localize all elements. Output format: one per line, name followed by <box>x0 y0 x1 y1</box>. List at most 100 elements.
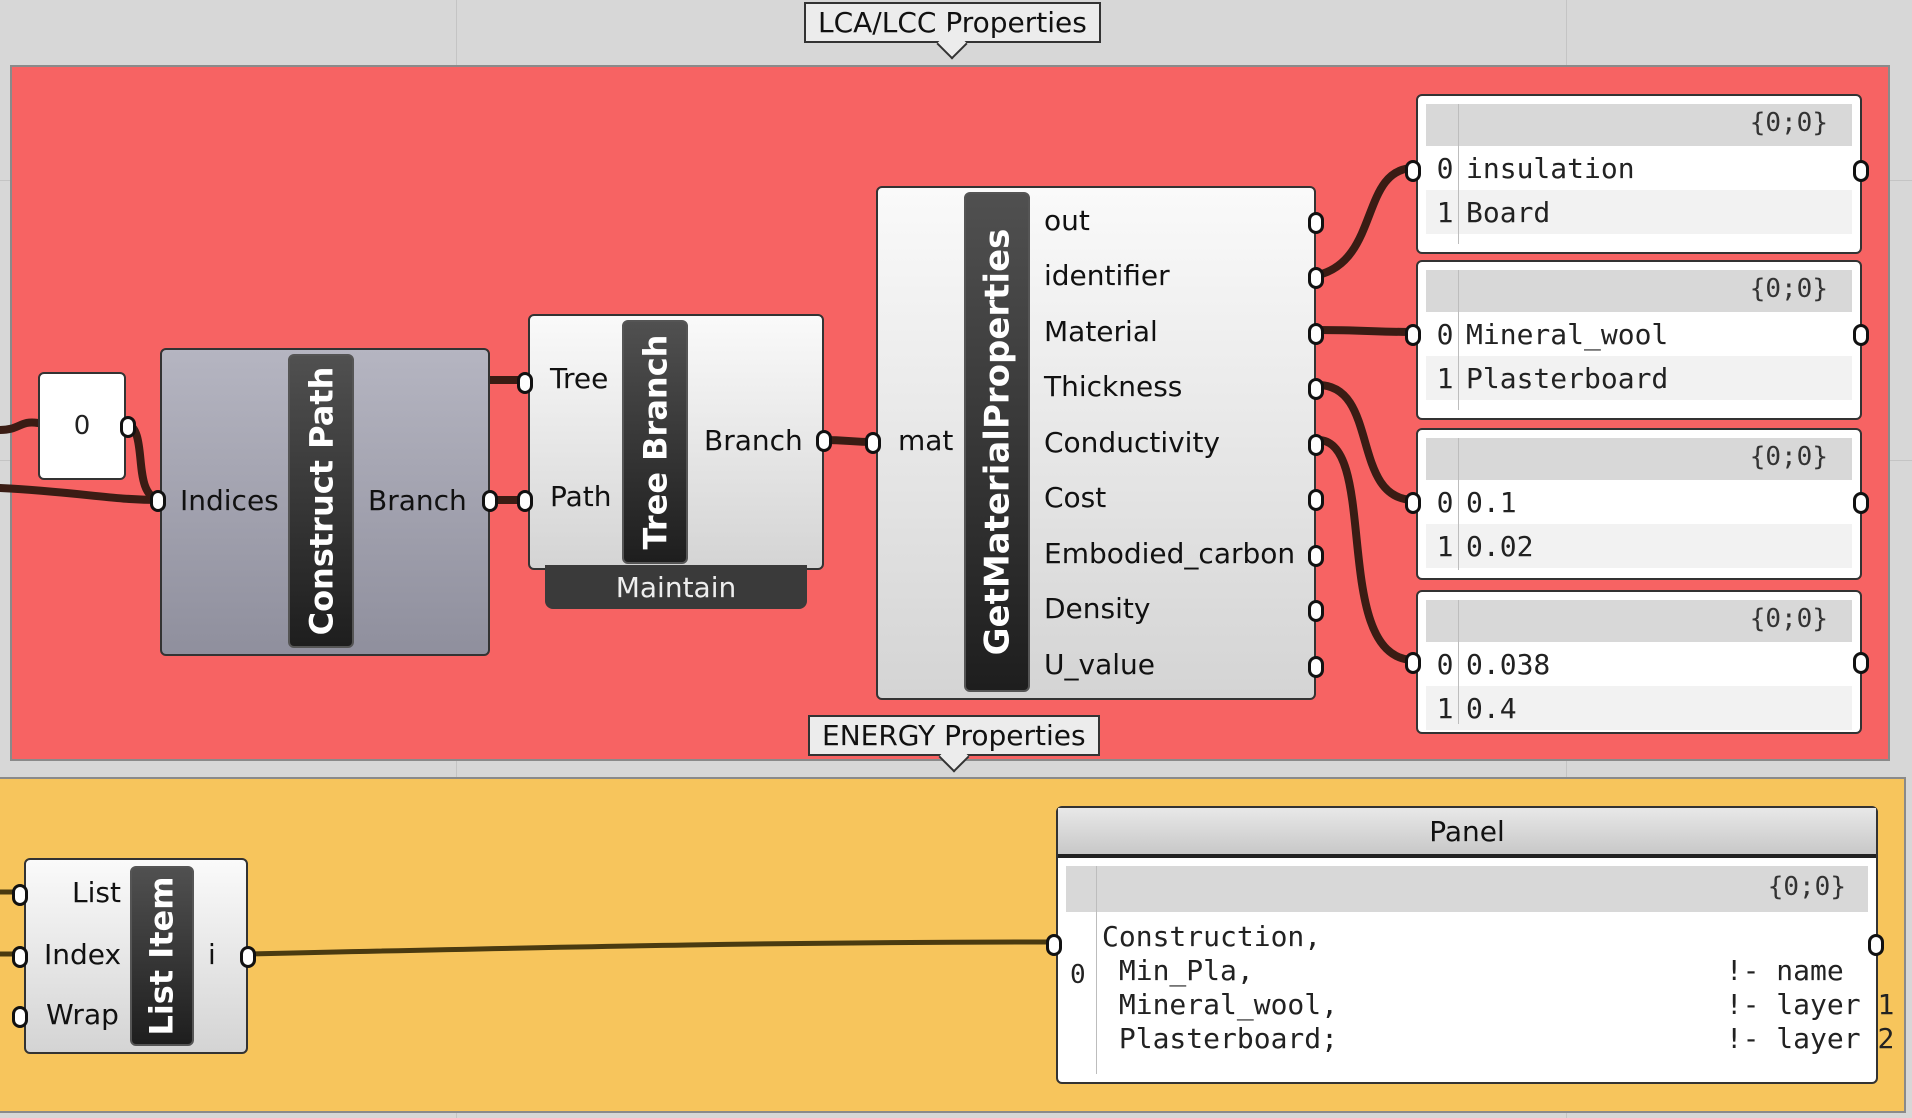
output-grip[interactable] <box>482 490 498 512</box>
row-value: 0.4 <box>1466 692 1517 725</box>
input-grip[interactable] <box>865 432 881 454</box>
row-index: 0 <box>1070 960 1086 990</box>
row-value: Plasterboard <box>1466 362 1669 395</box>
input-grip[interactable] <box>1405 492 1421 514</box>
list-item-component[interactable]: List Item List Index Wrap i <box>24 858 248 1054</box>
panel-material[interactable]: {0;0} 0 Mineral_wool 1 Plasterboard <box>1416 260 1862 420</box>
input-grip[interactable] <box>12 946 28 968</box>
output-grip[interactable] <box>1853 492 1869 514</box>
list-item: 0 Mineral_wool <box>1426 312 1852 356</box>
integer-input[interactable]: 0 <box>38 372 126 480</box>
output-embodied-carbon: Embodied_carbon <box>1044 537 1296 570</box>
get-material-properties-component[interactable]: GetMaterialProperties mat out identifier… <box>876 186 1316 700</box>
panel-title-bar: Panel <box>1058 808 1876 858</box>
panel-path-header: {0;0} <box>1426 104 1852 146</box>
panel-text-line: Mineral_wool, !- layer 1 <box>1102 988 1895 1021</box>
output-grip[interactable] <box>120 416 136 438</box>
output-grip[interactable] <box>1308 434 1324 456</box>
input-grip[interactable] <box>1405 652 1421 674</box>
panel-gutter <box>1458 438 1459 570</box>
panel-text-line: Plasterboard; !- layer 2 <box>1102 1022 1895 1055</box>
panel-path: {0;0} <box>1767 872 1846 902</box>
panel-path-header: {0;0} <box>1426 270 1852 312</box>
input-list: List <box>72 876 121 909</box>
get-material-properties-title: GetMaterialProperties <box>964 192 1030 692</box>
maintain-label: Maintain <box>615 570 737 604</box>
panel-path: {0;0} <box>1749 442 1828 472</box>
panel-text-line: Construction, <box>1102 920 1322 953</box>
output-grip[interactable] <box>1308 267 1324 289</box>
input-mat: mat <box>898 424 954 457</box>
input-wrap: Wrap <box>46 998 119 1031</box>
output-grip[interactable] <box>1308 212 1324 234</box>
input-grip[interactable] <box>517 490 533 512</box>
list-item: 1 Plasterboard <box>1426 356 1852 400</box>
panel-gutter <box>1458 600 1459 724</box>
construct-path-title-text: Construct Path <box>302 366 341 636</box>
output-grip[interactable] <box>1853 160 1869 182</box>
panel-path: {0;0} <box>1749 604 1828 634</box>
output-grip[interactable] <box>1308 323 1324 345</box>
output-grip[interactable] <box>1308 378 1324 400</box>
input-index: Index <box>44 938 122 971</box>
lca-lcc-group-label[interactable]: LCA/LCC Properties <box>804 2 1101 60</box>
construct-path-component[interactable]: Construct Path Indices Branch <box>160 348 490 656</box>
energy-group-label[interactable]: ENERGY Properties <box>808 715 1100 773</box>
output-grip[interactable] <box>1308 656 1324 678</box>
output-grip[interactable] <box>1853 652 1869 674</box>
panel-gutter <box>1096 866 1097 1074</box>
output-out: out <box>1044 204 1090 237</box>
output-grip[interactable] <box>1308 489 1324 511</box>
row-index: 0 <box>1436 486 1454 519</box>
output-grip[interactable] <box>1308 600 1324 622</box>
tree-branch-title-text: Tree Branch <box>636 334 674 550</box>
output-grip[interactable] <box>1853 324 1869 346</box>
energy-panel[interactable]: Panel {0;0} 0 Construction, Min_Pla, !- … <box>1056 806 1894 1084</box>
output-material: Material <box>1044 315 1158 348</box>
row-value: 0.02 <box>1466 530 1534 563</box>
panel-path: {0;0} <box>1749 274 1828 304</box>
maintain-footer: Maintain <box>545 565 807 609</box>
row-index: 0 <box>1436 318 1454 351</box>
row-index: 1 <box>1436 362 1454 395</box>
output-u-value: U_value <box>1044 648 1155 681</box>
output-grip[interactable] <box>1868 934 1884 956</box>
output-thickness: Thickness <box>1044 370 1183 403</box>
input-grip[interactable] <box>1046 934 1062 956</box>
output-conductivity: Conductivity <box>1044 426 1220 459</box>
row-value: Mineral_wool <box>1466 318 1669 351</box>
panel-gutter <box>1458 270 1459 410</box>
input-grip[interactable] <box>12 884 28 906</box>
panel-path-header: {0;0} <box>1426 600 1852 642</box>
input-grip[interactable] <box>150 490 166 512</box>
output-identifier: identifier <box>1044 259 1170 292</box>
output-branch: Branch <box>368 484 467 517</box>
row-index: 0 <box>1436 152 1454 185</box>
input-grip[interactable] <box>1405 324 1421 346</box>
output-grip[interactable] <box>240 946 256 968</box>
panel-path-header: {0;0} <box>1066 866 1868 912</box>
output-grip[interactable] <box>1308 545 1324 567</box>
tree-branch-component[interactable]: Tree Branch Tree Path Branch <box>528 314 824 570</box>
list-item-title: List Item <box>130 866 194 1046</box>
row-value: 0.038 <box>1466 648 1551 681</box>
row-value: 0.1 <box>1466 486 1517 519</box>
panel-text-line: Min_Pla, !- name <box>1102 954 1844 987</box>
output-density: Density <box>1044 592 1151 625</box>
input-grip[interactable] <box>1405 160 1421 182</box>
output-grip[interactable] <box>816 430 832 452</box>
panel-path-header: {0;0} <box>1426 438 1852 480</box>
input-path: Path <box>550 480 612 513</box>
panel-path: {0;0} <box>1749 108 1828 138</box>
input-grip[interactable] <box>517 372 533 394</box>
input-grip[interactable] <box>12 1006 28 1028</box>
